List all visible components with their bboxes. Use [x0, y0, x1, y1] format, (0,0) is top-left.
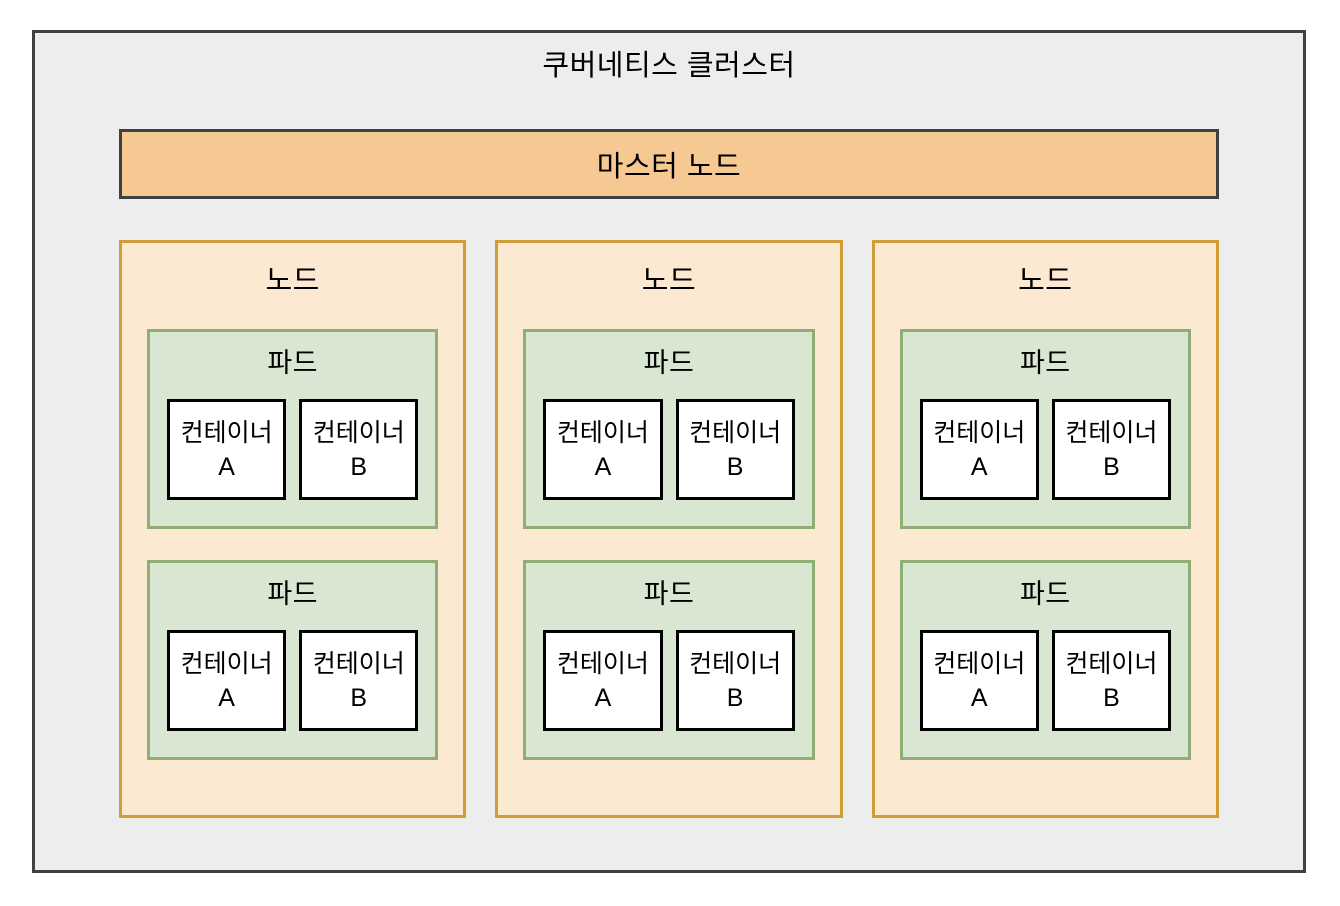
container-box-a: 컨테이너 A: [543, 399, 663, 500]
container-box-a: 컨테이너 A: [919, 399, 1039, 500]
pod-box: 파드 컨테이너 A 컨테이너 B: [899, 560, 1191, 760]
pod-box: 파드 컨테이너 A 컨테이너 B: [147, 560, 439, 760]
container-name: 컨테이너: [933, 418, 1026, 447]
container-id: B: [350, 452, 368, 481]
master-node-label: 마스터 노드: [596, 151, 742, 183]
node-box-2: 노드 파드 컨테이너 A 컨테이너 B 파드: [495, 240, 843, 818]
pod-box: 파드 컨테이너 A 컨테이너 B: [147, 329, 439, 529]
pod-label: 파드: [267, 578, 318, 609]
node-label: 노드: [641, 265, 697, 297]
containers-row: 컨테이너 A 컨테이너 B: [903, 399, 1188, 500]
pod-box: 파드 컨테이너 A 컨테이너 B: [523, 560, 815, 760]
container-id: B: [1103, 452, 1120, 481]
container-box-b: 컨테이너 B: [675, 630, 795, 731]
container-id: B: [726, 452, 744, 481]
container-id: B: [1103, 683, 1120, 712]
container-name: 컨테이너: [1065, 418, 1158, 447]
nodes-row: 노드 파드 컨테이너 A 컨테이너 B 파드: [119, 240, 1219, 818]
container-id: A: [218, 452, 235, 481]
node-box-1: 노드 파드 컨테이너 A 컨테이너 B 파드: [119, 240, 467, 818]
container-name: 컨테이너: [689, 649, 782, 678]
container-box-a: 컨테이너 A: [167, 399, 287, 500]
containers-row: 컨테이너 A 컨테이너 B: [903, 630, 1188, 731]
container-name: 컨테이너: [312, 649, 405, 678]
pod-box: 파드 컨테이너 A 컨테이너 B: [899, 329, 1191, 529]
container-box-a: 컨테이너 A: [543, 630, 663, 731]
container-box-a: 컨테이너 A: [919, 630, 1039, 731]
container-name: 컨테이너: [312, 418, 405, 447]
container-id: A: [970, 452, 988, 481]
pod-box: 파드 컨테이너 A 컨테이너 B: [523, 329, 815, 529]
pod-label: 파드: [643, 578, 695, 609]
container-box-b: 컨테이너 B: [1051, 399, 1171, 500]
container-box-b: 컨테이너 B: [299, 399, 419, 500]
pod-label: 파드: [267, 347, 318, 378]
container-name: 컨테이너: [556, 418, 649, 447]
master-node-box: 마스터 노드: [119, 129, 1219, 199]
containers-row: 컨테이너 A 컨테이너 B: [150, 399, 435, 500]
cluster-title: 쿠버네티스 클러스터: [542, 50, 796, 82]
container-id: A: [970, 683, 988, 712]
container-name: 컨테이너: [689, 418, 782, 447]
container-id: A: [594, 452, 612, 481]
containers-row: 컨테이너 A 컨테이너 B: [526, 630, 811, 731]
container-name: 컨테이너: [556, 649, 649, 678]
containers-row: 컨테이너 A 컨테이너 B: [150, 630, 435, 731]
container-box-b: 컨테이너 B: [1051, 630, 1171, 731]
containers-row: 컨테이너 A 컨테이너 B: [526, 399, 811, 500]
container-id: B: [726, 683, 744, 712]
node-label: 노드: [1018, 265, 1073, 297]
container-box-a: 컨테이너 A: [167, 630, 287, 731]
pod-label: 파드: [643, 347, 695, 378]
pod-label: 파드: [1019, 578, 1071, 609]
container-box-b: 컨테이너 B: [299, 630, 419, 731]
container-name: 컨테이너: [1065, 649, 1158, 678]
container-id: A: [594, 683, 612, 712]
node-box-3: 노드 파드 컨테이너 A 컨테이너 B 파드: [871, 240, 1219, 818]
container-box-b: 컨테이너 B: [675, 399, 795, 500]
container-id: B: [350, 683, 368, 712]
container-name: 컨테이너: [180, 649, 273, 678]
container-id: A: [218, 683, 235, 712]
kubernetes-cluster-box: 쿠버네티스 클러스터 마스터 노드 노드 파드 컨테이너 A 컨테이너 B: [32, 30, 1306, 873]
container-name: 컨테이너: [180, 418, 273, 447]
node-label: 노드: [265, 265, 320, 297]
pod-label: 파드: [1019, 347, 1071, 378]
container-name: 컨테이너: [933, 649, 1026, 678]
